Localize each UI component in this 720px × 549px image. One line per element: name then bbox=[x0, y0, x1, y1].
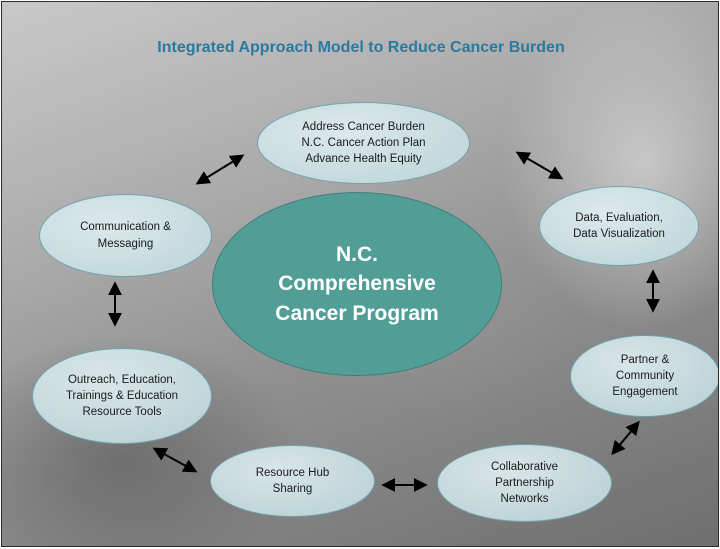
arrow-address-data bbox=[515, 151, 564, 180]
node-data-evaluation: Data, Evaluation, Data Visualization bbox=[539, 186, 699, 266]
node-resource-label: Resource Hub Sharing bbox=[255, 466, 330, 495]
arrow-partner-collab bbox=[611, 420, 640, 456]
node-outreach-label: Outreach, Education, Trainings & Educati… bbox=[65, 373, 179, 419]
center-program-label: N.C. Comprehensive Cancer Program bbox=[275, 242, 439, 325]
node-outreach-education: Outreach, Education, Trainings & Educati… bbox=[32, 348, 212, 444]
center-program-ellipse: N.C. Comprehensive Cancer Program bbox=[212, 192, 502, 376]
node-partner-label: Partner & Community Engagement bbox=[612, 353, 678, 399]
arrow-outreach-resource bbox=[152, 447, 198, 473]
node-communication-messaging: Communication & Messaging bbox=[39, 194, 212, 277]
node-address-label: Address Cancer Burden N.C. Cancer Action… bbox=[301, 120, 426, 166]
node-collaborative-networks: Collaborative Partnership Networks bbox=[437, 444, 612, 522]
arrow-communication-address bbox=[195, 154, 245, 185]
diagram-title: Integrated Approach Model to Reduce Canc… bbox=[157, 39, 565, 56]
node-partner-community: Partner & Community Engagement bbox=[570, 335, 718, 417]
node-communication-label: Communication & Messaging bbox=[80, 221, 171, 250]
node-resource-hub: Resource Hub Sharing bbox=[210, 445, 375, 517]
node-data-label: Data, Evaluation, Data Visualization bbox=[573, 211, 665, 240]
node-collab-label: Collaborative Partnership Networks bbox=[490, 460, 559, 506]
node-address-cancer-burden: Address Cancer Burden N.C. Cancer Action… bbox=[257, 102, 470, 184]
